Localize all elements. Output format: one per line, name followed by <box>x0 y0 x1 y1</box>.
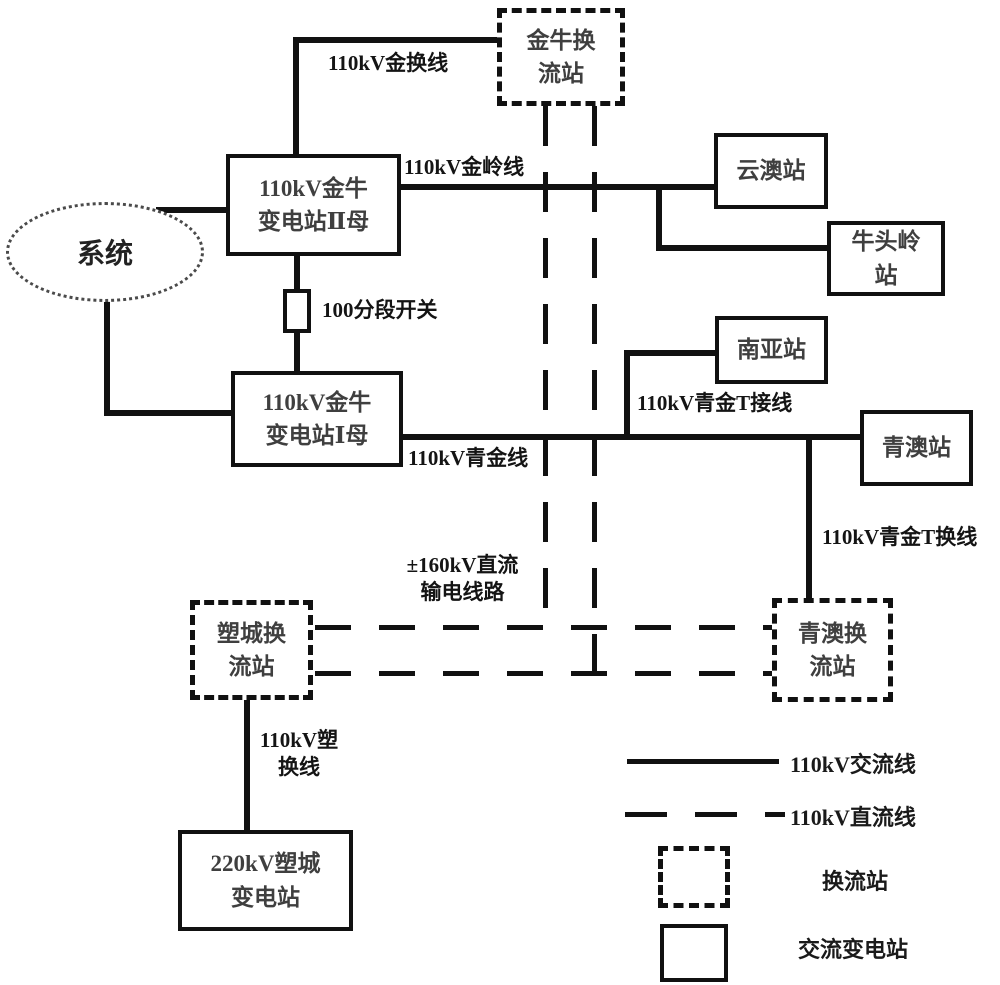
bus1-box: 110kV金牛 变电站Ⅰ母 <box>231 371 403 467</box>
legend-dc-line-label: 110kV直流线 <box>790 805 916 830</box>
jinhuan-line-label: 110kV金换线 <box>328 51 449 75</box>
legend-ac-substation-label: 交流变电站 <box>798 937 909 962</box>
system-to-bus1-line <box>104 410 236 416</box>
niutouling-branch-vertical <box>656 184 662 251</box>
dc-pole2-vertical <box>592 106 597 676</box>
dc-pole1-vertical <box>543 106 548 630</box>
suhuan-line-label-line2: 换线 <box>278 755 320 780</box>
jinniu-converter-station-box: 金牛换 流站 <box>497 8 625 106</box>
sucheng-converter-label-line2: 流站 <box>228 654 275 679</box>
legend-dc-line-sample <box>625 812 785 817</box>
yunao-station-box: 云澳站 <box>714 133 828 209</box>
qingjin-t-huan-label: 110kV青金T换线 <box>822 525 978 549</box>
legend-ac-line-label: 110kV交流线 <box>790 752 916 777</box>
jinling-line-label: 110kV金岭线 <box>404 155 525 179</box>
system-label: 系统 <box>76 239 133 270</box>
qingao-converter-branch-vertical <box>806 438 812 601</box>
qingjin-t-jie-label: 110kV青金T接线 <box>637 391 793 415</box>
jinhuan-line-horizontal <box>293 37 503 43</box>
system-to-bus2-line <box>156 207 230 213</box>
system-down-line <box>104 292 110 416</box>
bus1-label-line1: 110kV金牛 <box>262 389 372 415</box>
suhuan-line-label: 110kV塑 换线 <box>249 727 349 782</box>
bus1-label-line2: 变电站Ⅰ母 <box>265 423 369 448</box>
yunao-station-label: 云澳站 <box>736 158 806 184</box>
jinniu-converter-label-line1: 金牛换 <box>526 27 596 53</box>
nanya-branch-vertical <box>624 350 630 440</box>
sucheng-converter-label-line1: 塑城换 <box>217 620 286 646</box>
bus2-box: 110kV金牛 变电站Ⅱ母 <box>226 154 401 256</box>
dc-transmission-line-upper <box>315 625 775 630</box>
nanya-branch-horizontal <box>624 350 718 356</box>
legend-converter-station-label: 换流站 <box>822 869 889 894</box>
nanya-station-box: 南亚站 <box>715 316 828 384</box>
qingjin-line-label: 110kV青金线 <box>408 446 529 470</box>
sucheng-substation-label-line1: 220kV塑城 <box>210 851 321 877</box>
suhuan-line-vertical <box>244 698 250 834</box>
section-switch-label: 100分段开关 <box>322 298 438 322</box>
jinniu-converter-label-line2: 流站 <box>538 61 584 86</box>
nanya-station-label: 南亚站 <box>737 337 806 363</box>
dc-transmission-label: ±160kV直流 输电线路 <box>385 552 540 607</box>
jinhuan-line-vertical <box>293 37 299 157</box>
dc-transmission-label-line2: 输电线路 <box>420 580 505 605</box>
niutouling-label-line2: 站 <box>874 262 898 288</box>
qingao-converter-label-line1: 青澳换 <box>798 620 867 646</box>
qingao-converter-station-box: 青澳换 流站 <box>772 598 893 702</box>
suhuan-line-label-line1: 110kV塑 <box>259 728 339 752</box>
sucheng-converter-station-box: 塑城换 流站 <box>190 600 313 700</box>
legend-ac-line-sample <box>627 759 779 764</box>
sucheng-substation-box: 220kV塑城 变电站 <box>178 830 353 931</box>
bus2-label-line1: 110kV金牛 <box>259 175 368 201</box>
qingao-station-box: 青澳站 <box>860 410 973 486</box>
qingao-converter-label-line2: 流站 <box>809 654 856 679</box>
legend-ac-substation-sample <box>660 924 728 982</box>
sucheng-substation-label-line2: 变电站 <box>231 884 300 910</box>
niutouling-station-box: 牛头岭 站 <box>827 221 945 296</box>
bus2-label-line2: 变电站Ⅱ母 <box>257 209 370 234</box>
niutouling-label-line1: 牛头岭 <box>851 229 921 255</box>
qingjin-line-horizontal <box>400 434 864 440</box>
jinling-line-horizontal <box>398 184 716 190</box>
section-switch-symbol <box>283 289 311 333</box>
niutouling-branch-horizontal <box>656 245 830 251</box>
dc-transmission-label-line1: ±160kV直流 <box>406 553 519 577</box>
system-node: 系统 <box>6 202 204 302</box>
dc-transmission-line-lower <box>315 671 775 676</box>
qingao-station-label: 青澳站 <box>882 435 951 461</box>
legend-converter-station-sample <box>658 846 730 908</box>
